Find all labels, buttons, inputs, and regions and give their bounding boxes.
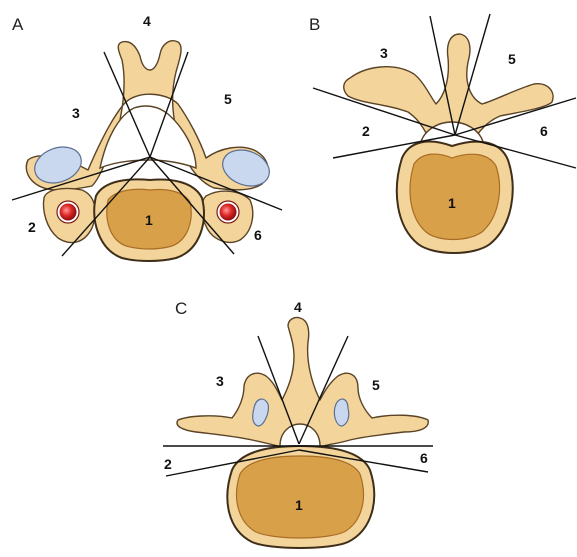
panel-a-label-3: 3: [72, 105, 80, 121]
panel-b-letter: B: [309, 15, 320, 34]
panel-b-label-2: 2: [362, 123, 370, 139]
panel-c-label-5: 5: [372, 377, 380, 393]
panel-c-label-1: 1: [295, 497, 303, 513]
panel-a-left-artery-lumen: [60, 204, 77, 221]
panel-b-label-6: 6: [540, 123, 548, 139]
panel-a-label-2: 2: [28, 219, 36, 235]
panel-c-letter: C: [175, 299, 187, 318]
panel-a: A 4 3 5 2 6 1: [12, 13, 282, 261]
panel-c-label-6: 6: [420, 450, 428, 466]
panel-c-label-2: 2: [164, 456, 172, 472]
panel-c-right-facet: [334, 399, 348, 426]
panel-b-label-5: 5: [508, 51, 516, 67]
panel-a-label-6: 6: [254, 227, 262, 243]
panel-a-label-1: 1: [145, 212, 153, 228]
panel-c-label-4: 4: [294, 299, 302, 315]
panel-a-right-artery-lumen: [220, 204, 237, 221]
panel-a-label-4: 4: [143, 13, 151, 29]
panel-c-label-3: 3: [216, 373, 224, 389]
panel-b-label-1: 1: [448, 195, 456, 211]
panel-a-letter: A: [12, 15, 24, 34]
panel-b-label-3: 3: [380, 45, 388, 61]
panel-b: B 3 5 2 6 1: [309, 14, 576, 253]
panel-a-label-5: 5: [224, 91, 232, 107]
panel-c: C 4 3 5 2 6 1: [163, 299, 433, 548]
